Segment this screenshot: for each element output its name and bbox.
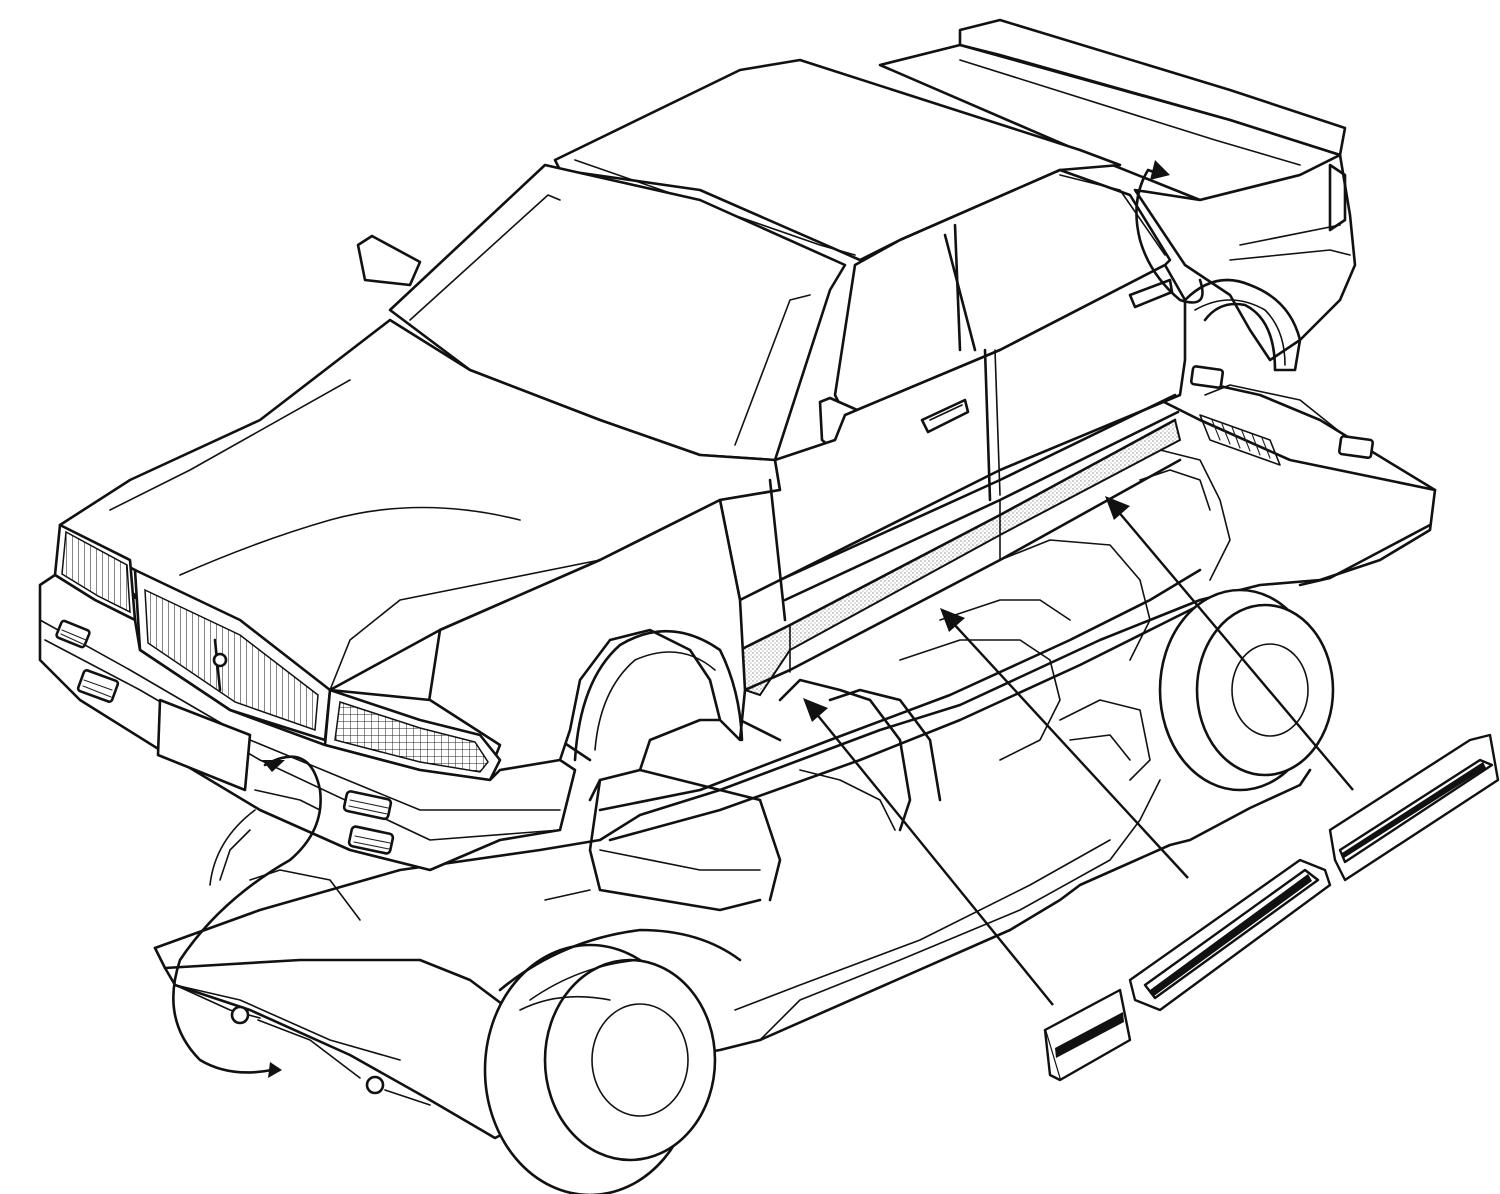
front-door-handle xyxy=(920,398,970,434)
underbody-floor xyxy=(153,365,1437,1140)
bumper-vent-left-upper xyxy=(55,619,91,649)
bumper-vent-left-lower xyxy=(76,669,120,703)
underbody-front-wheel-arch xyxy=(498,928,742,1001)
arrow-to-front-fender xyxy=(803,698,1054,1006)
front-harness-curve-arrow xyxy=(172,755,322,1078)
molding-part-front-fender xyxy=(1043,988,1132,1082)
rear-left-wheel xyxy=(1158,588,1335,792)
license-plate xyxy=(156,698,252,792)
molding-part-front-door xyxy=(1128,858,1332,1012)
bumper-vent-right-lower xyxy=(347,825,395,855)
rear-vent-grille xyxy=(1199,414,1281,466)
bumper-vent-right-upper xyxy=(342,790,393,821)
arrow-to-front-door xyxy=(940,608,1189,879)
front-left-wheel xyxy=(483,943,717,1194)
front-grille xyxy=(133,568,332,742)
rear-harness-curve-arrow xyxy=(1135,160,1204,304)
car-body xyxy=(38,18,1357,872)
side-mirror-right xyxy=(356,234,422,287)
arrow-to-rear-door xyxy=(1105,496,1354,791)
molding-part-rear-door xyxy=(1328,733,1500,882)
